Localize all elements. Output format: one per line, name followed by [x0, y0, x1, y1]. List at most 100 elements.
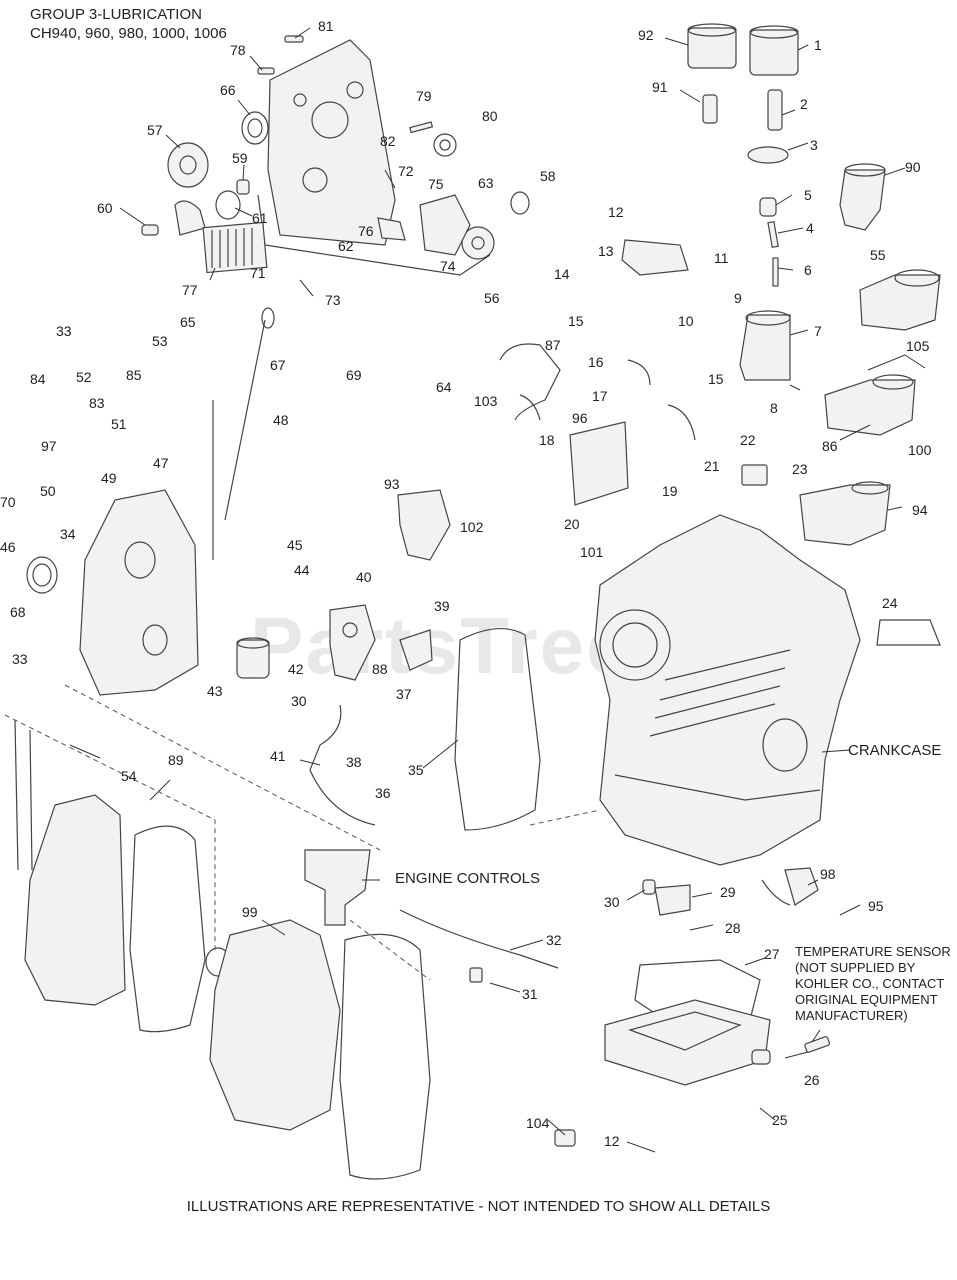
callout-number: 54 — [121, 768, 137, 784]
callout-number: 81 — [318, 18, 334, 34]
oil-filter-92 — [687, 23, 737, 69]
oil-cooler-77 — [174, 200, 268, 274]
callout-number: 55 — [870, 247, 886, 263]
callout-number: 28 — [725, 920, 741, 936]
callout-number: 76 — [358, 223, 374, 239]
callout-number: 58 — [540, 168, 556, 184]
oil-sensor-29 — [642, 879, 691, 916]
sensor-note-line: KOHLER CO., CONTACT — [795, 976, 945, 991]
callout-number: 97 — [41, 438, 57, 454]
oil-pan-25 — [604, 999, 771, 1086]
engine-controls-label: ENGINE CONTROLS — [395, 870, 541, 887]
footer-disclaimer: ILLUSTRATIONS ARE REPRESENTATIVE - NOT I… — [186, 1198, 771, 1215]
callout-number: 100 — [908, 442, 932, 458]
callout-number: 63 — [478, 175, 494, 191]
callout-number: 72 — [398, 163, 414, 179]
callout-number: 23 — [792, 461, 808, 477]
callout-number: 5 — [804, 187, 812, 203]
callout-number: 31 — [522, 986, 538, 1002]
callout-number: 66 — [220, 82, 236, 98]
callout-number: 104 — [526, 1115, 550, 1131]
callout-number: 71 — [250, 265, 266, 281]
callout-number: 49 — [101, 470, 117, 486]
callout-number: 94 — [912, 502, 928, 518]
callout-number: 14 — [554, 266, 570, 282]
callout-number: 12 — [608, 204, 624, 220]
ring-3 — [747, 146, 789, 164]
callout-number: 90 — [905, 159, 921, 175]
callout-number: 86 — [822, 438, 838, 454]
crankcase — [594, 514, 861, 866]
nipple-91 — [702, 94, 718, 124]
callout-number: 45 — [287, 537, 303, 553]
callout-number: 20 — [564, 516, 580, 532]
dipstick-tube-47 — [212, 307, 275, 560]
callout-number: 18 — [539, 432, 555, 448]
callout-number: 39 — [434, 598, 450, 614]
oring-61 — [215, 190, 241, 220]
callout-number: 65 — [180, 314, 196, 330]
oil-pickup-41 — [309, 704, 376, 826]
closure-plate-34 — [79, 489, 199, 696]
drain-104 — [554, 1129, 576, 1147]
dashed-boundary — [4, 684, 601, 981]
callout-number: 77 — [182, 282, 198, 298]
callout-number: 96 — [572, 410, 588, 426]
callout-number: 85 — [126, 367, 142, 383]
callout-number: 7 — [814, 323, 822, 339]
closure-plate-99 — [209, 919, 341, 1131]
callout-number: 47 — [153, 455, 169, 471]
callout-number: 78 — [230, 42, 246, 58]
callout-number: 10 — [678, 313, 694, 329]
callout-number: 37 — [396, 686, 412, 702]
nipple-2 — [767, 89, 783, 131]
callout-number: 62 — [338, 238, 354, 254]
callout-number: 75 — [428, 176, 444, 192]
gasket-99b — [339, 933, 431, 1180]
callout-number: 88 — [372, 661, 388, 677]
callout-number: 105 — [906, 338, 930, 354]
leader-lines — [69, 27, 926, 1153]
oil-cooler-18 — [569, 421, 629, 506]
callout-number: 32 — [546, 932, 562, 948]
callout-number: 15 — [568, 313, 584, 329]
callout-number: 53 — [152, 333, 168, 349]
callout-number: 16 — [588, 354, 604, 370]
oil-filter-1 — [749, 25, 799, 76]
callout-number: 61 — [252, 210, 268, 226]
callout-number: 69 — [346, 367, 362, 383]
temperature-sensor-note: TEMPERATURE SENSOR (NOT SUPPLIED BY KOHL… — [795, 944, 951, 1024]
seal-46 — [26, 556, 58, 594]
callout-number: 87 — [545, 337, 561, 353]
callout-number: 11 — [714, 250, 729, 266]
callout-number: 92 — [638, 27, 654, 43]
callout-number: 93 — [384, 476, 400, 492]
callout-number: 64 — [436, 379, 452, 395]
callout-number: 19 — [662, 483, 678, 499]
filter-adapter-55 — [859, 269, 941, 331]
oil-pump-40 — [329, 604, 376, 681]
oil-seal-66 — [241, 111, 269, 145]
plug-60 — [141, 224, 159, 236]
sensor-23 — [741, 464, 768, 486]
callout-number: 33 — [56, 323, 72, 339]
callout-number: 73 — [325, 292, 341, 308]
callout-number: 95 — [868, 898, 884, 914]
adapter-94 — [799, 481, 891, 546]
callout-number: 82 — [380, 133, 396, 149]
callout-number: 89 — [168, 752, 184, 768]
callout-number: 34 — [60, 526, 76, 542]
callout-number: 3 — [810, 137, 818, 153]
callout-number: 101 — [580, 544, 604, 560]
callout-number: 68 — [10, 604, 26, 620]
callout-number: 33 — [12, 651, 28, 667]
callout-number: 91 — [652, 79, 668, 95]
callout-number: 67 — [270, 357, 286, 373]
callout-number: 2 — [800, 96, 808, 112]
callout-number: 15 — [708, 371, 724, 387]
oil-pump-gear — [377, 121, 530, 260]
callout-number: 36 — [375, 785, 391, 801]
callout-number: 25 — [772, 1112, 788, 1128]
title-line-2: CH940, 960, 980, 1000, 1006 — [30, 25, 227, 42]
